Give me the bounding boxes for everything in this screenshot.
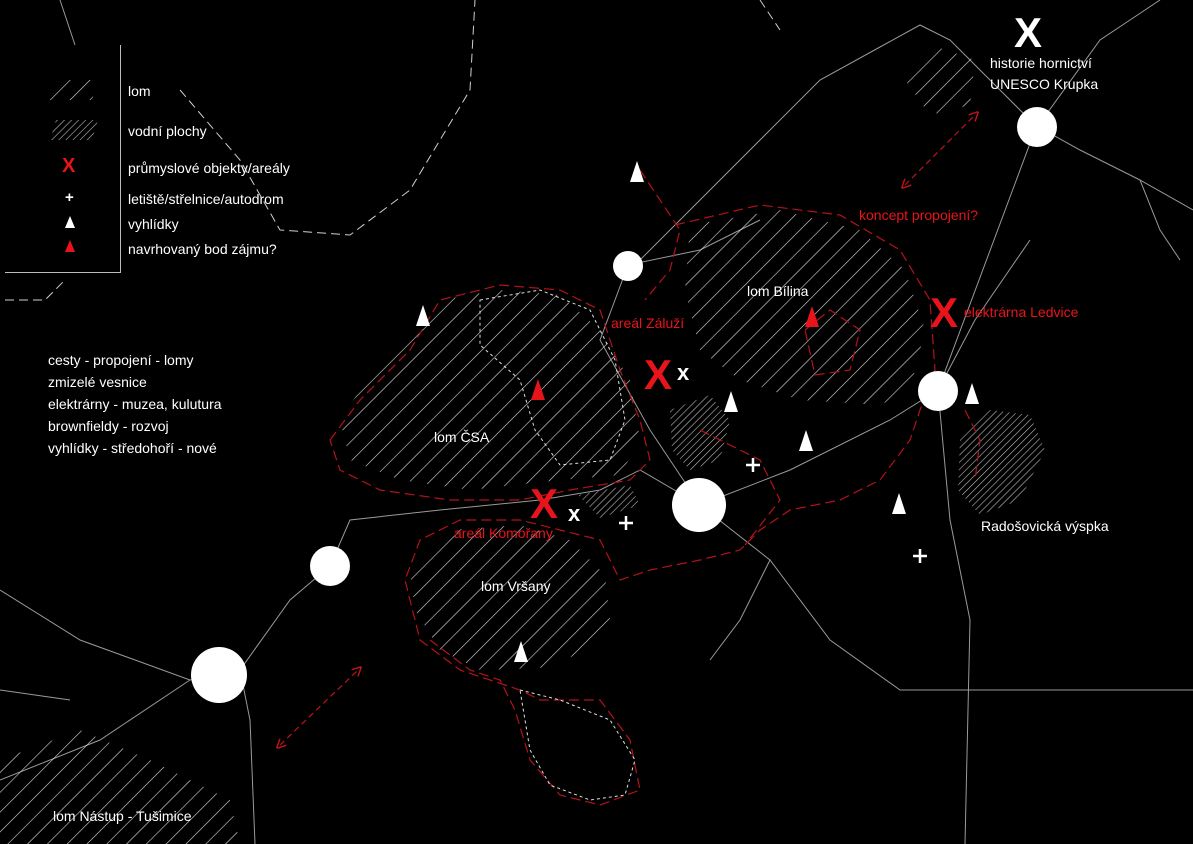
- label-historie-1: historie hornictví: [990, 55, 1092, 71]
- label-lom-nastup: lom Nástup - Tušimice: [53, 808, 192, 824]
- town-circle: [672, 478, 726, 532]
- small-x-icon: x: [677, 360, 690, 385]
- viewpoint-triangle-icon: [416, 305, 430, 326]
- legend-label-navrh: navrhovaný bod zájmu?: [128, 241, 277, 257]
- town-circle: [310, 546, 350, 586]
- red-outlines: [329, 169, 981, 806]
- label-areal-zaluzi: areál Záluží: [611, 315, 685, 331]
- town-circles: [191, 107, 1057, 703]
- note-line: brownfieldy - rozvoj: [48, 418, 169, 434]
- water-zaluzi: [670, 395, 730, 470]
- industrial-x-icon: X: [930, 289, 959, 336]
- viewpoint-triangle-icon: [630, 161, 644, 182]
- note-line: vyhlídky - středohoří - nové: [48, 440, 217, 456]
- viewpoint-triangle-icon: [799, 430, 813, 451]
- town-circle: [613, 251, 643, 281]
- industrial-x-icon: X: [530, 480, 559, 527]
- legend-label-lom: lom: [128, 83, 151, 99]
- quarry-nastup: [0, 730, 240, 844]
- industrial-x-icon: X: [644, 351, 673, 398]
- town-circle: [191, 647, 247, 703]
- boundary-lines: [5, 0, 781, 301]
- quarry-csa: [340, 290, 640, 490]
- legend-label-prumysl: průmyslové objekty/areály: [128, 160, 290, 176]
- white-triangle-icon: [65, 216, 75, 228]
- notes-list: cesty - propojení - lomy zmizelé vesnice…: [48, 349, 222, 459]
- quarry-bilina: [685, 210, 925, 405]
- town-circle: [1017, 107, 1057, 147]
- inner-outlines: [479, 289, 636, 801]
- note-line: cesty - propojení - lomy: [48, 352, 194, 368]
- proposed-triangles: [531, 306, 819, 400]
- legend-label-vodni: vodní plochy: [128, 123, 207, 139]
- unesco-x-icon: X: [1014, 9, 1043, 56]
- label-koncept: koncept propojení?: [859, 207, 979, 223]
- label-areal-komorany: areál Komořany: [454, 525, 553, 541]
- label-lom-csa: lom ČSA: [434, 429, 490, 445]
- legend-label-vyhlidky: vyhlídky: [128, 216, 179, 232]
- quarry-areas: [0, 48, 975, 844]
- viewpoint-triangles: [416, 161, 979, 662]
- plus-icon: [746, 458, 760, 472]
- water-komorany: [578, 485, 640, 518]
- label-historie-2: UNESCO Krupka: [990, 76, 1099, 92]
- town-circle: [918, 371, 958, 411]
- label-lom-bilina: lom Bílina: [747, 283, 809, 299]
- label-radosovicka: Radošovická výspka: [981, 518, 1109, 534]
- hatch-sparse-icon: [50, 80, 98, 100]
- plus-icon: [619, 516, 633, 530]
- proposed-triangle-icon: [805, 306, 819, 327]
- label-lom-vrsany: lom Vršany: [481, 578, 551, 594]
- small-x-icon: x: [568, 501, 581, 526]
- viewpoint-triangle-icon: [514, 641, 528, 662]
- proposed-triangle-icon: [531, 379, 545, 400]
- viewpoint-triangle-icon: [965, 383, 979, 404]
- plus-icon: +: [65, 189, 74, 206]
- red-x-icon: X: [62, 155, 76, 177]
- legend-label-letiste: letiště/střelnice/autodrom: [128, 191, 284, 207]
- viewpoint-triangle-icon: [724, 391, 738, 412]
- label-elektrarna-ledvice: elektrárna Ledvice: [964, 304, 1079, 320]
- quarry-krupka: [905, 48, 975, 115]
- water-areas: [578, 395, 1045, 518]
- viewpoint-triangle-icon: [892, 493, 906, 514]
- legend-frame: [5, 45, 121, 273]
- red-triangle-icon: [65, 240, 75, 252]
- connection-arrows: [280, 115, 975, 745]
- plus-markers: [619, 458, 927, 563]
- quarry-vrsany: [410, 525, 610, 670]
- water-radosovice: [958, 410, 1045, 515]
- hatch-dense-icon: [50, 120, 98, 140]
- note-line: zmizelé vesnice: [48, 374, 147, 390]
- plus-icon: [913, 549, 927, 563]
- note-line: elektrárny - muzea, kulutura: [48, 396, 222, 412]
